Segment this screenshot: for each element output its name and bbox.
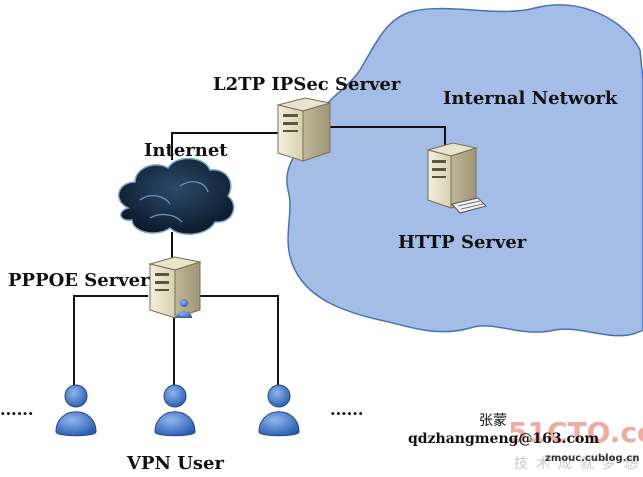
http-server-icon: [426, 142, 487, 214]
l2tp-server-icon: [277, 97, 331, 162]
pppoe-server-icon: [148, 256, 202, 319]
author-email: qdzhangmeng@163.com: [408, 431, 600, 447]
vpn-user-icon-right: [258, 384, 300, 437]
watermark-subtitle: 技术成就梦想: [514, 456, 643, 472]
vpn-user-icon-left: [55, 384, 97, 437]
internet-label: Internet: [144, 140, 228, 161]
http-server-label: HTTP Server: [398, 232, 527, 253]
line-l2tp-to-internet: [171, 132, 278, 160]
l2tp-server-label: L2TP IPSec Server: [213, 74, 401, 95]
internal-network-label: Internal Network: [443, 88, 618, 109]
connection-lines: [73, 126, 446, 385]
author-name: 张蒙: [479, 413, 507, 429]
watermark-logo: 51CTO.com 技术成就梦想: [508, 416, 643, 472]
watermark-logo-text: 51CTO.com: [508, 416, 643, 449]
watermark-blog: zmouc.cublog.cn: [545, 453, 640, 464]
line-pppoe-to-left-user: [73, 295, 148, 385]
vpn-user-label: VPN User: [127, 453, 224, 474]
ellipsis-left: ......: [0, 400, 34, 419]
pppoe-server-label: PPPOE Server: [8, 270, 150, 291]
line-pppoe-to-right-user: [200, 295, 279, 385]
internet-cloud-icon: [117, 157, 235, 235]
ellipsis-right: ......: [330, 400, 364, 419]
vpn-user-icon-middle: [154, 384, 196, 437]
line-l2tp-to-http: [330, 126, 446, 150]
